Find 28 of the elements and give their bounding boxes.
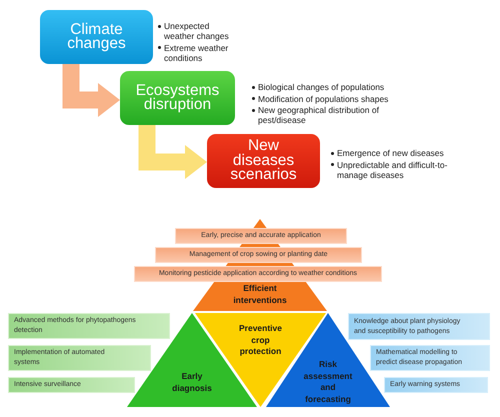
bullet-text: New geographical distribution of pest/disease: [258, 105, 380, 125]
stage-box: [120, 71, 235, 125]
pyramid-label: Efficient interventions: [232, 283, 288, 306]
bullet-text: Extreme weather conditions: [164, 42, 230, 62]
strategy-bar: [8, 345, 151, 371]
strategy-bar: [370, 345, 490, 371]
bullet-text: Unexpected weather changes: [164, 21, 230, 41]
bullet-text: Modification of populations shapes: [258, 94, 390, 104]
stage-box: [207, 134, 320, 188]
strategy-bar: [384, 377, 488, 393]
strategy-bar: [8, 377, 135, 393]
bullet-text: Emergence of new diseases: [337, 148, 445, 158]
strategy-bar: [348, 313, 490, 340]
stage-title: New diseases scenarios: [229, 139, 298, 183]
pyramid-label: Preventive crop protection: [238, 323, 283, 358]
strategy-bar: [175, 228, 347, 244]
pyramid-label: Early diagnosis: [171, 371, 213, 394]
strategy-bar: [134, 266, 382, 282]
stage-title: Climate changes: [66, 22, 127, 52]
stage-title: Ecosystems disruption: [134, 84, 220, 112]
stage-box: [40, 10, 153, 64]
bullet-text: Biological changes of populations: [258, 82, 386, 92]
bullet-text: Unpredictable and difficult-to-manage diseases: [337, 160, 448, 180]
bent-arrow: [138, 125, 207, 179]
strategy-bar: [8, 313, 170, 339]
strategy-bar: [155, 247, 362, 263]
pyramid-label: Risk assessment and forecasting: [302, 359, 354, 405]
bent-arrow: [62, 64, 120, 117]
